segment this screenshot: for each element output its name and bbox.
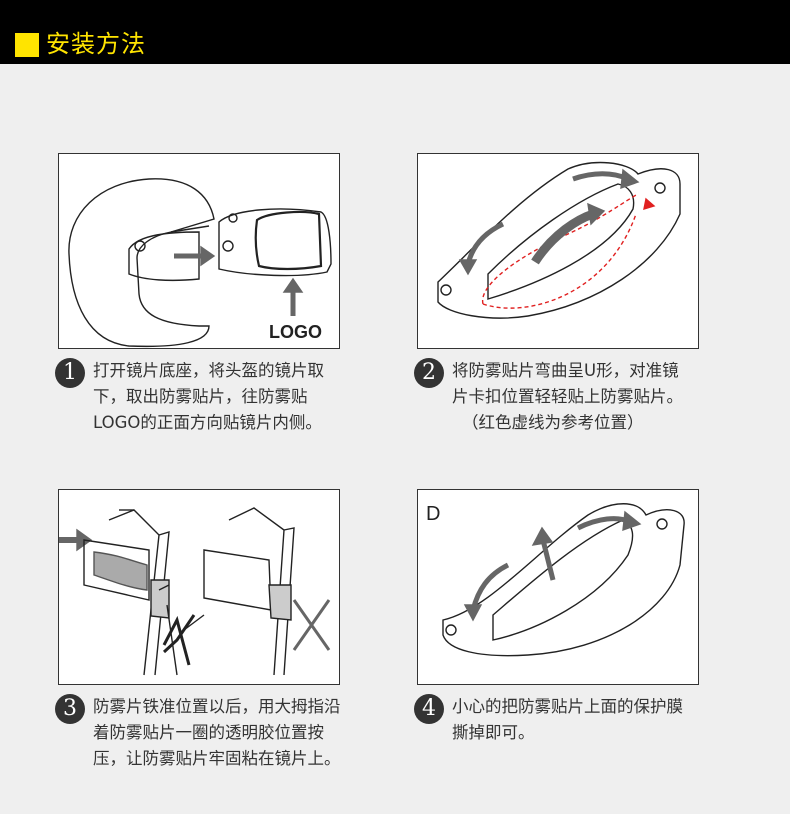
step-3-illustration xyxy=(58,489,340,685)
step-2-line-1: 将防雾贴片弯曲呈U形，对准镜 xyxy=(452,361,679,380)
section-title: 安装方法 xyxy=(46,30,146,58)
step-2-line-2: 片卡扣位置轻轻贴上防雾贴片。 xyxy=(452,387,683,406)
step-2-line-3: （红色虚线为参考位置） xyxy=(462,413,644,432)
step-number-badge: 1 xyxy=(55,358,85,388)
step-number-badge: 2 xyxy=(414,358,444,388)
step-1-line-3: LOGO的正面方向贴镜片内侧。 xyxy=(93,413,322,432)
section-header: 安装方法 xyxy=(0,0,790,64)
step-2-text: 将防雾贴片弯曲呈U形，对准镜 片卡扣位置轻轻贴上防雾贴片。 （红色虚线为参考位置… xyxy=(452,358,722,436)
step-4-text: 小心的把防雾贴片上面的保护膜 撕掉即可。 xyxy=(452,694,722,746)
step-number-badge: 4 xyxy=(414,694,444,724)
step-3-line-2: 着防雾贴片一圈的透明胶位置按 xyxy=(93,723,324,742)
step-4-line-2: 撕掉即可。 xyxy=(452,723,535,742)
step-1-line-2: 下，取出防雾贴片，往防雾贴 xyxy=(93,387,308,406)
logo-label: LOGO xyxy=(269,322,322,342)
step-2-illustration xyxy=(417,153,699,349)
yellow-square-icon xyxy=(15,33,39,57)
step-4-line-1: 小心的把防雾贴片上面的保护膜 xyxy=(452,697,683,716)
step-3-line-3: 压，让防雾贴片牢固粘在镜片上。 xyxy=(93,749,341,768)
step-number-badge: 3 xyxy=(55,694,85,724)
panel-d-label: D xyxy=(426,503,440,525)
step-1-text: 打开镜片底座，将头盔的镜片取 下，取出防雾贴片，往防雾贴 LOGO的正面方向贴镜… xyxy=(93,358,363,436)
step-3-text: 防雾片铁准位置以后，用大拇指沿 着防雾贴片一圈的透明胶位置按 压，让防雾贴片牢固… xyxy=(93,694,363,772)
step-4-illustration: D xyxy=(417,489,699,685)
step-3-line-1: 防雾片铁准位置以后，用大拇指沿 xyxy=(93,697,341,716)
step-1-line-1: 打开镜片底座，将头盔的镜片取 xyxy=(93,361,324,380)
step-1-illustration: LOGO xyxy=(58,153,340,349)
